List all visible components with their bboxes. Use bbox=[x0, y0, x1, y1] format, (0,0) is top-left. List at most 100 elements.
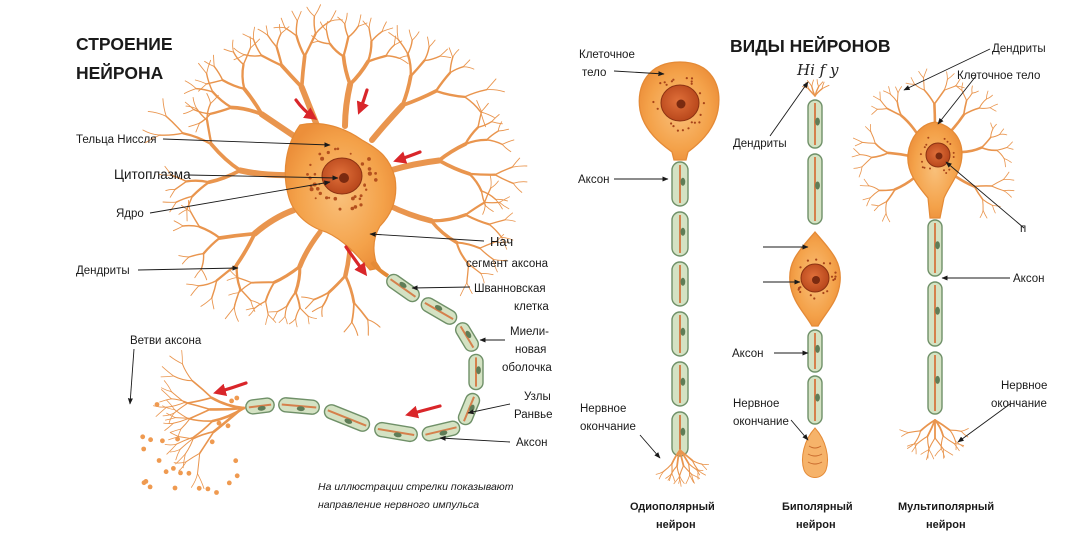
note-line2: направление нервного импульса bbox=[318, 499, 479, 511]
myelin-segment bbox=[672, 312, 688, 356]
nissl-dot bbox=[316, 187, 320, 191]
dendrite-branch bbox=[201, 269, 207, 280]
dendrite-branch bbox=[947, 74, 954, 80]
dendrite-branch bbox=[179, 256, 189, 257]
main-neuron bbox=[130, 5, 527, 495]
terminal-branch bbox=[170, 429, 181, 432]
terminal-bouton bbox=[187, 471, 192, 476]
terminal-bouton bbox=[214, 490, 219, 495]
dendrite-branch bbox=[344, 37, 349, 56]
label-axon-multipolar: Аксон bbox=[1013, 273, 1044, 285]
dendrite-branch bbox=[220, 234, 255, 238]
dendrite-branch bbox=[187, 284, 199, 286]
schwann-nucleus bbox=[815, 182, 820, 190]
dendrite-branch bbox=[389, 33, 398, 40]
dendrite-branch bbox=[268, 35, 277, 47]
dendrite-branch bbox=[863, 142, 876, 143]
dendrite-branch bbox=[880, 100, 887, 108]
granule bbox=[924, 146, 926, 148]
granule bbox=[677, 130, 679, 132]
dendrite-branch bbox=[983, 199, 984, 210]
dendrite-branch bbox=[191, 212, 200, 227]
dendrite-branch bbox=[312, 306, 322, 311]
myelin-segment bbox=[278, 397, 320, 414]
dendrite-branch bbox=[148, 111, 166, 116]
nissl-dot bbox=[320, 157, 324, 161]
terminal-branch bbox=[950, 430, 961, 431]
dendrite-branch bbox=[183, 226, 200, 227]
dendrite-branch bbox=[974, 187, 982, 200]
dendrite-branch bbox=[481, 112, 495, 118]
impulse-arrow bbox=[398, 152, 420, 160]
dendrite-branch bbox=[495, 167, 512, 175]
dendrite-branch bbox=[302, 56, 305, 87]
nissl-dot bbox=[368, 167, 372, 171]
dendrite-branch bbox=[185, 81, 196, 89]
dendrite-branch bbox=[184, 110, 194, 114]
dendrite-branch bbox=[296, 308, 300, 319]
terminal-branch bbox=[170, 433, 179, 437]
nissl-dot bbox=[309, 164, 311, 166]
dendrite-branch bbox=[890, 94, 897, 102]
dendrite-branch bbox=[470, 174, 482, 191]
terminal-branch bbox=[921, 450, 929, 455]
myelin-segment bbox=[672, 262, 688, 306]
label-truncated-p: п bbox=[1020, 223, 1026, 235]
dendrite-branch bbox=[279, 25, 281, 34]
dendrite-branch bbox=[170, 190, 175, 198]
myelin-segment bbox=[808, 100, 822, 148]
granule bbox=[826, 290, 828, 292]
myelin-segment bbox=[453, 320, 481, 354]
dendrite-branch bbox=[947, 72, 948, 80]
dendrite-branch bbox=[1007, 148, 1013, 150]
dendrite-branch bbox=[234, 307, 238, 321]
dendrite-branch bbox=[944, 79, 947, 90]
label-dendrites-multipolar: Дендриты bbox=[992, 43, 1046, 55]
granule bbox=[823, 262, 825, 264]
dendrite-branch bbox=[344, 56, 351, 84]
nissl-dot bbox=[315, 197, 317, 199]
dendrite-branch bbox=[297, 36, 305, 56]
nissl-dot bbox=[351, 207, 355, 211]
multipolar-terminal bbox=[900, 420, 969, 460]
dendrite-branch bbox=[302, 297, 315, 300]
dendrite-branch bbox=[986, 91, 988, 99]
dendrite-branch bbox=[513, 183, 522, 192]
nissl-dot bbox=[327, 151, 330, 154]
dendrite-branch bbox=[896, 87, 899, 93]
nissl-dot bbox=[334, 197, 338, 201]
dendrite-branch bbox=[227, 278, 237, 281]
dendrite-branch bbox=[350, 62, 368, 85]
dendrite-branch bbox=[199, 63, 207, 73]
dendrite-branch bbox=[191, 286, 199, 296]
terminal-bouton bbox=[148, 437, 153, 442]
terminal-branch bbox=[188, 398, 211, 403]
terminal-bouton bbox=[160, 438, 165, 443]
dendrite-branch bbox=[991, 123, 993, 129]
dendrite-branch bbox=[453, 50, 459, 58]
dendrite-branch bbox=[884, 91, 891, 94]
dendrite-branch bbox=[1003, 172, 1009, 180]
dendrite-branch bbox=[466, 215, 490, 225]
dendrite-branch bbox=[183, 133, 212, 144]
dendrite-branch bbox=[279, 317, 285, 323]
granule bbox=[652, 101, 654, 103]
dendrite-branch bbox=[873, 96, 880, 100]
label-axon-bipolar: Аксон bbox=[732, 348, 763, 360]
dendrite-branch bbox=[997, 150, 1004, 158]
nissl-dot bbox=[368, 172, 372, 176]
terminal-branch bbox=[900, 430, 909, 433]
dendrite-branch bbox=[429, 40, 435, 47]
dendrite-branch bbox=[344, 322, 352, 332]
dendrite-branch bbox=[175, 181, 187, 189]
dendrite-branch bbox=[392, 161, 439, 171]
label-initial-segment-1: Нач bbox=[490, 234, 513, 249]
caption-multipolar-1: Мультиполярный bbox=[898, 501, 994, 513]
label-schwann-cell-1: Шванновская bbox=[474, 283, 546, 295]
main-neuron-nucleolus bbox=[339, 173, 349, 183]
dendrite-branch bbox=[308, 316, 317, 318]
dendrite-branch bbox=[496, 199, 508, 201]
label-nucleus: Ядро bbox=[116, 208, 144, 220]
dendrite-branch bbox=[901, 116, 916, 132]
dendrite-branch bbox=[358, 15, 361, 26]
